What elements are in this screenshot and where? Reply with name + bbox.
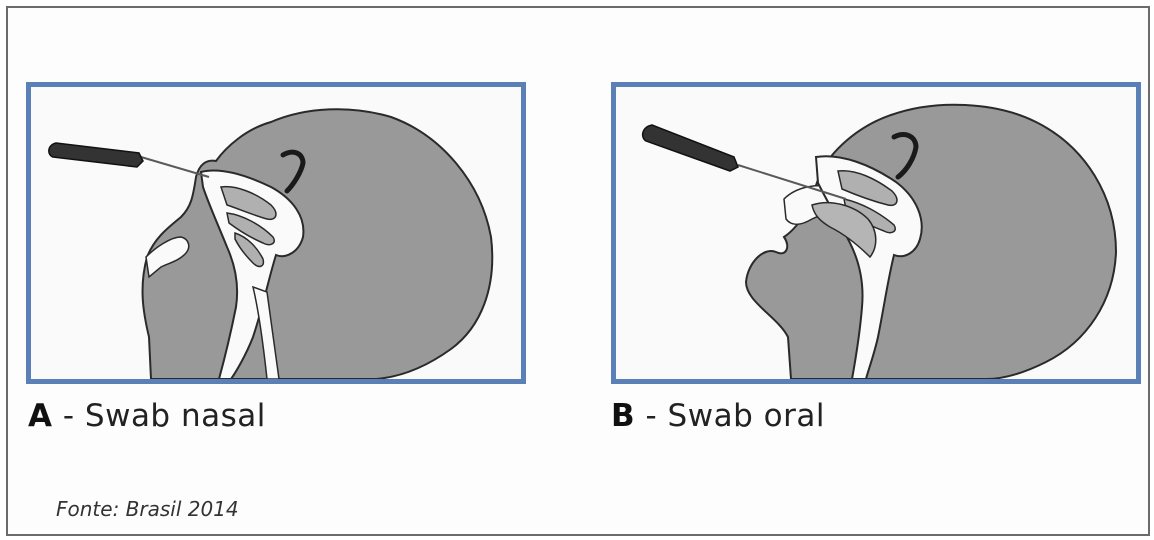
caption-oral-swab: B - Swab oral bbox=[611, 398, 825, 434]
caption-label: Swab nasal bbox=[85, 398, 266, 434]
figure-source: Fonte: Brasil 2014 bbox=[56, 497, 239, 521]
panel-oral-swab bbox=[611, 82, 1141, 384]
caption-separator: - bbox=[635, 398, 667, 434]
caption-letter: B bbox=[611, 398, 635, 434]
head-silhouette bbox=[746, 105, 1116, 379]
panel-nasal-swab bbox=[26, 82, 526, 384]
nasal-swab-illustration bbox=[31, 87, 521, 379]
swab-handle bbox=[643, 125, 738, 171]
caption-nasal-swab: A - Swab nasal bbox=[28, 398, 266, 434]
head-silhouette bbox=[143, 109, 493, 379]
swab-stick bbox=[141, 157, 209, 177]
oral-swab-illustration bbox=[616, 87, 1136, 379]
caption-separator: - bbox=[53, 398, 85, 434]
swab-handle bbox=[49, 143, 143, 167]
caption-label: Swab oral bbox=[668, 398, 825, 434]
caption-letter: A bbox=[28, 398, 53, 434]
